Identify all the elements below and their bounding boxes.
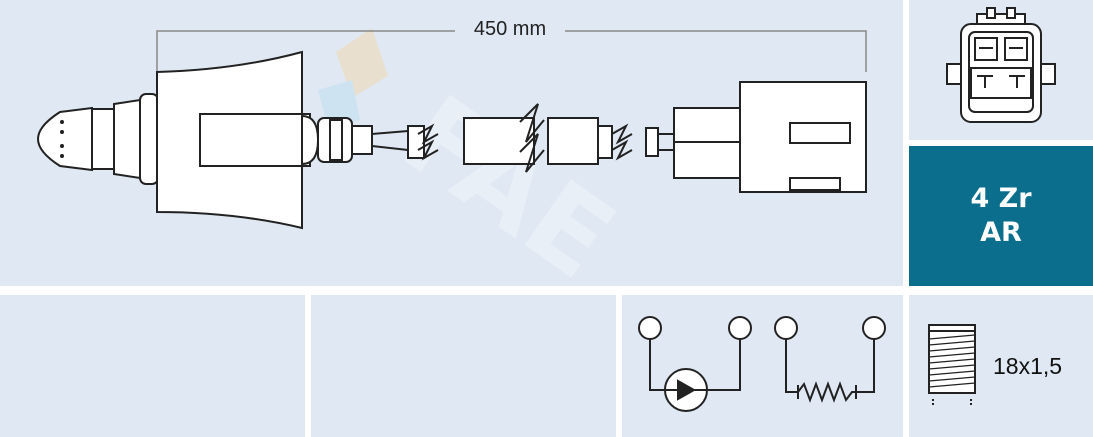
wiring-schematic-panel — [622, 295, 903, 437]
product-drawing-panel: FAE — [0, 0, 903, 286]
thread-icon — [928, 324, 976, 405]
sensor-body — [36, 50, 373, 230]
empty-panel-2 — [311, 295, 616, 437]
svg-text:FAE: FAE — [381, 71, 637, 304]
watermark-logo: FAE — [318, 28, 636, 304]
sensor-type-line1: 4 Zr — [970, 183, 1032, 214]
sensor-type-line2: AR — [980, 217, 1022, 248]
cable — [371, 103, 674, 173]
sensor-type-badge: 4 Zr AR — [909, 146, 1093, 286]
dimension-line — [156, 30, 867, 72]
wiring-schematic-icon — [638, 316, 886, 412]
thread-panel: 18x1,5 — [909, 295, 1093, 437]
thread-size-label: 18x1,5 — [993, 353, 1063, 379]
connector-face-icon — [946, 7, 1056, 123]
oxygen-sensor-drawing: FAE — [36, 28, 867, 230]
cable-length-label: 450 mm — [455, 17, 565, 41]
connector-face-panel — [909, 0, 1093, 140]
connector — [673, 81, 867, 193]
empty-panel-1 — [0, 295, 305, 437]
